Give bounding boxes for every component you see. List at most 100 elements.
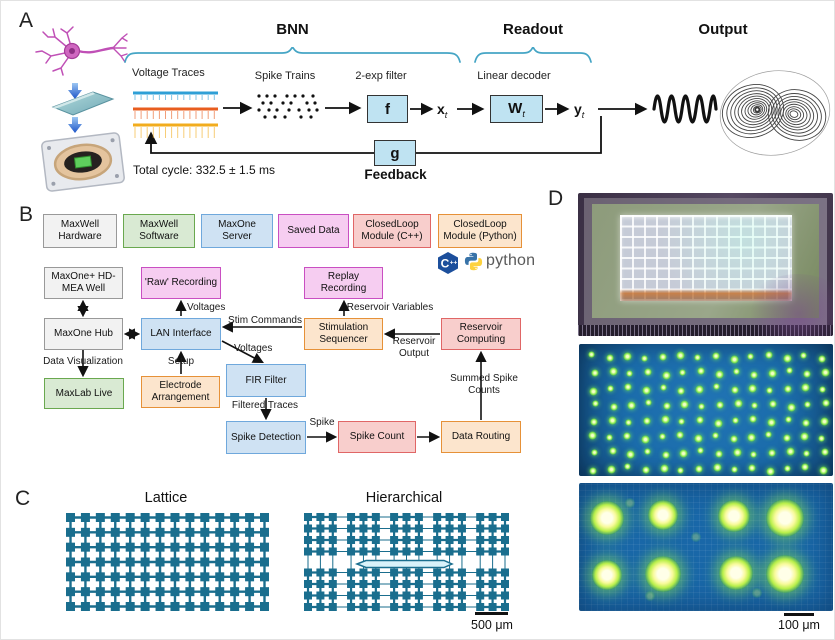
neuron-cluster-dot bbox=[749, 415, 758, 423]
neuron-cluster-dot bbox=[802, 419, 811, 427]
neuron-cluster-dot bbox=[679, 369, 687, 376]
decoder-label: Linear decoder bbox=[477, 70, 551, 82]
panel-d-label: D bbox=[548, 187, 564, 210]
neuron-cluster-dot bbox=[676, 351, 686, 360]
voltage-traces-label: Voltage Traces bbox=[132, 67, 205, 79]
panel-a-label: A bbox=[19, 9, 34, 32]
neuron-cluster-dot bbox=[605, 434, 613, 441]
edge-label-summed-spike-counts: Summed Spike Counts bbox=[450, 373, 518, 396]
hierarchical-pattern bbox=[304, 513, 509, 611]
neuron-cluster-dot bbox=[768, 400, 777, 408]
coverslip-chip-icon bbox=[51, 91, 115, 116]
spike-trains-dots bbox=[257, 94, 319, 119]
neuron-cluster-dot bbox=[733, 399, 743, 408]
neuron-cluster-dot bbox=[783, 465, 791, 472]
neuron-cluster-dot bbox=[803, 450, 811, 457]
neuron-cluster-dot bbox=[715, 401, 724, 409]
neuron-cluster-dot bbox=[750, 451, 758, 458]
w-box: Wt bbox=[490, 95, 543, 123]
neuron-cluster-dot bbox=[732, 368, 740, 375]
neuron-cluster-dot bbox=[782, 434, 791, 442]
neuron-cluster-dot bbox=[695, 465, 704, 473]
neuron-cluster-dot bbox=[712, 463, 722, 472]
readout-brace bbox=[474, 47, 592, 63]
neuron-cluster-dot bbox=[607, 416, 617, 425]
neuron-cluster-dot bbox=[659, 464, 669, 473]
svg-text:C: C bbox=[441, 257, 450, 271]
flow-node-stimulation-sequencer: Stimulation Sequencer bbox=[304, 318, 383, 350]
neuron-cluster-dot bbox=[747, 353, 755, 360]
edge-label-setup: Setup bbox=[167, 356, 195, 367]
neuron-cluster-dot bbox=[680, 400, 690, 409]
neuron-cluster-dot bbox=[623, 352, 633, 361]
faint-fluorescence-mark bbox=[624, 498, 635, 509]
legend-closedloop-cpp: ClosedLoop Module (C++) bbox=[353, 214, 431, 248]
neuron-cluster-dot bbox=[605, 354, 614, 362]
neuron-cluster-dot bbox=[784, 416, 792, 423]
neuron-cluster-dot bbox=[588, 431, 597, 440]
neuron-cluster-dot bbox=[821, 448, 829, 456]
edge-label-voltages-down: Voltages bbox=[234, 343, 273, 354]
edge-label-voltages-up: Voltages bbox=[187, 302, 226, 313]
neuron-cluster-dot bbox=[819, 466, 828, 475]
mea-electrode-strip bbox=[578, 325, 833, 336]
total-cycle-text: Total cycle: 332.5 ± 1.5 ms bbox=[133, 163, 275, 177]
flow-node-lan-interface: LAN Interface bbox=[141, 318, 221, 350]
neuron-cluster-dot bbox=[606, 385, 614, 392]
neuron-cluster-dot bbox=[661, 371, 671, 380]
neuron-cluster-dot bbox=[695, 385, 705, 394]
neuron-cluster-blob bbox=[719, 555, 754, 590]
neuron-cluster-dot bbox=[642, 386, 652, 395]
neuron-cluster-dot bbox=[818, 355, 826, 363]
neuron-cluster-dot bbox=[783, 385, 792, 393]
g-box: g bbox=[374, 140, 416, 166]
neuron-cluster-dot bbox=[714, 370, 724, 379]
neuron-cluster-dot bbox=[696, 416, 705, 424]
neuron-cluster-dot bbox=[730, 386, 739, 394]
output-title: Output bbox=[698, 21, 748, 38]
edge-label-data-visualization: Data Visualization bbox=[43, 356, 123, 367]
neuron-cluster-dot bbox=[711, 432, 719, 439]
edge-label-filtered-traces: Filtered Traces bbox=[231, 400, 299, 411]
neuron-cluster-dot bbox=[591, 449, 598, 456]
panel-b-label: B bbox=[19, 203, 34, 226]
neuron-cluster-dot bbox=[800, 352, 808, 359]
legend-maxwell-software: MaxWell Software bbox=[123, 214, 195, 248]
neuron-cluster-dot bbox=[661, 451, 670, 459]
svg-text:++: ++ bbox=[450, 260, 458, 267]
neuron-cluster-dot bbox=[662, 402, 671, 410]
neuron-cluster-dot bbox=[804, 401, 812, 408]
lorenz-attractor-icon bbox=[719, 70, 831, 156]
flow-node-electrode-arrangement: Electrode Arrangement bbox=[141, 376, 220, 408]
neuron-cluster-dot bbox=[713, 419, 723, 428]
neuron-cluster-dot bbox=[801, 383, 811, 392]
edge-label-reservoir-output: Reservoir Output bbox=[392, 336, 436, 359]
neuron-cluster-dot bbox=[659, 384, 667, 391]
neuron-cluster-blob bbox=[591, 560, 622, 591]
neuron-cluster-dot bbox=[748, 464, 757, 472]
filter-label: 2-exp filter bbox=[355, 70, 407, 82]
neuron-cluster-dot bbox=[765, 467, 775, 476]
neuron-cluster-dot bbox=[658, 433, 666, 440]
neuron-cluster-dot bbox=[625, 419, 633, 426]
neuron-cluster-dot bbox=[786, 403, 796, 412]
flow-node-maxone-well: MaxOne+ HD-MEA Well bbox=[44, 267, 123, 299]
hierarchical-title: Hierarchical bbox=[365, 490, 443, 506]
neuron-cluster-dot bbox=[801, 463, 810, 471]
mea-device-icon bbox=[41, 132, 125, 192]
neuron-cluster-dot bbox=[785, 447, 795, 456]
neuron-cluster-dot bbox=[747, 433, 757, 442]
neuron-cluster-dot bbox=[658, 353, 667, 361]
neuron-cluster-dot bbox=[765, 387, 773, 394]
neuron-cluster-dot bbox=[751, 402, 759, 409]
neuron-cluster-dot bbox=[679, 449, 689, 458]
flow-node-maxlab-live: MaxLab Live bbox=[44, 378, 124, 409]
feedback-label: Feedback bbox=[364, 167, 427, 182]
neuron-cluster-dot bbox=[729, 435, 738, 443]
neuron-cluster-dot bbox=[644, 448, 652, 455]
sine-wave-icon bbox=[652, 94, 718, 124]
flow-node-maxone-hub: MaxOne Hub bbox=[44, 318, 123, 350]
neuron-cluster-dot bbox=[627, 401, 637, 410]
neuron-cluster-dot bbox=[626, 450, 636, 459]
